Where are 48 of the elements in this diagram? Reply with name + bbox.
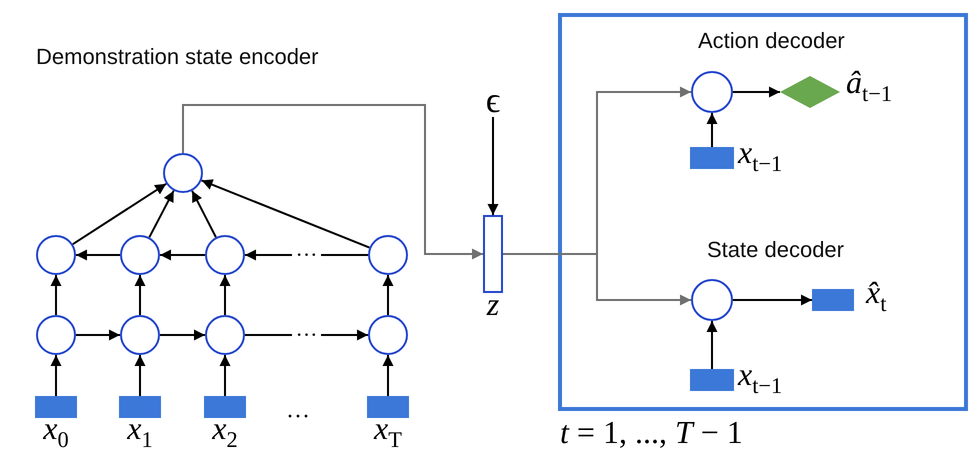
rnn-cell: [368, 235, 408, 275]
rnn-cell: [205, 235, 245, 275]
arrow: [72, 182, 167, 246]
state-vector: [690, 147, 734, 169]
state-vector: [690, 369, 734, 391]
arrow: [76, 330, 120, 340]
state-vector: [367, 396, 409, 418]
rnn-cell: [120, 235, 160, 275]
arrow: [160, 330, 205, 340]
state-vector: [812, 289, 854, 311]
action-diamond: [780, 76, 840, 108]
rnn-cell: [120, 315, 160, 355]
rnn-cell: [36, 235, 76, 275]
arrow: [382, 275, 394, 315]
arrow: [50, 355, 62, 396]
arrow: [733, 294, 812, 306]
arrow: [488, 117, 498, 215]
rnn-cell: [368, 315, 408, 355]
variable-label: z: [486, 288, 500, 320]
arrow: [201, 179, 370, 249]
rnn-cell: [163, 153, 203, 193]
arrow: [50, 275, 62, 315]
rnn-cell: [691, 71, 733, 113]
rnn-cell: [36, 315, 76, 355]
ellipsis-label: ···: [286, 404, 310, 431]
state-vector: [119, 396, 161, 418]
latent-vector: [483, 215, 503, 293]
state-vector: [35, 396, 77, 418]
decoder-panel: [558, 13, 968, 411]
epsilon-symbol: ϵ: [480, 83, 506, 117]
arrow: [733, 86, 780, 98]
arrow: [503, 253, 691, 306]
arrow: [220, 275, 230, 315]
arrow: [134, 275, 146, 315]
arrow: [382, 355, 394, 396]
rnn-cell: [691, 279, 733, 321]
arrow: [220, 355, 230, 396]
arrow: [191, 190, 217, 238]
range-caption: t = 1, ..., T − 1: [560, 416, 743, 448]
arrow: [182, 104, 483, 260]
arrow: [134, 355, 146, 396]
arrow: [706, 321, 718, 369]
arrow: [706, 113, 718, 147]
arrow: [76, 250, 120, 260]
state-vector: [204, 396, 246, 418]
arrow: [148, 190, 175, 238]
arrow: [160, 250, 205, 260]
rnn-cell: [205, 315, 245, 355]
